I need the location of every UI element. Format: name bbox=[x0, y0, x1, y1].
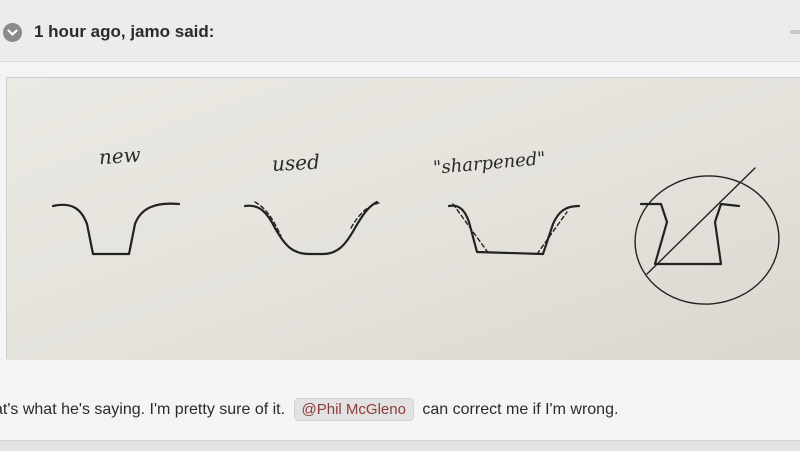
scroll-marker bbox=[790, 30, 800, 34]
quoted-photo[interactable]: new used "sharpened" bbox=[6, 77, 800, 360]
quote-attribution: 1 hour ago, jamo said: bbox=[34, 22, 215, 41]
profile-sharpened-drawing bbox=[447, 203, 581, 256]
label-used: used bbox=[271, 150, 320, 176]
label-new: new bbox=[98, 142, 141, 169]
chevron-down-icon[interactable] bbox=[3, 23, 22, 42]
post-text: at's what he's saying. I'm pretty sure o… bbox=[0, 398, 618, 421]
user-mention[interactable]: @Phil McGleno bbox=[293, 398, 414, 421]
profile-incorrect-crossed-drawing bbox=[634, 167, 780, 305]
post-text-before: at's what he's saying. I'm pretty sure o… bbox=[0, 401, 286, 418]
profile-new-drawing bbox=[51, 202, 181, 256]
post-footer-bar bbox=[0, 440, 800, 451]
post-text-after: can correct me if I'm wrong. bbox=[422, 401, 619, 418]
quote-header: 1 hour ago, jamo said: bbox=[0, 0, 800, 62]
profile-used-drawing bbox=[243, 200, 380, 256]
